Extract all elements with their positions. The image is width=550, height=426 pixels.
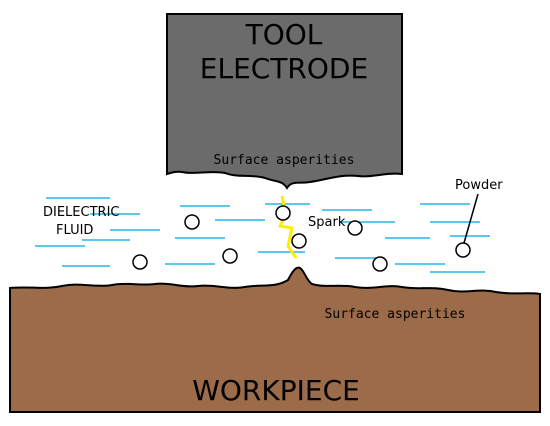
dielectric-fluid-lines: [35, 197, 490, 273]
workpiece: [9, 266, 541, 413]
workpiece-title: WORKPIECE: [192, 374, 360, 407]
powder-particle: [291, 233, 307, 249]
powder-particle: [372, 256, 388, 272]
dielectric-label-line2: FLUID: [56, 223, 93, 238]
powder-particle: [222, 248, 238, 264]
tool-surface-label: Surface asperities: [214, 153, 355, 168]
tool-electrode: [166, 13, 403, 190]
powder-particle: [455, 242, 471, 258]
powder-particle: [184, 214, 200, 230]
spark-label: Spark: [308, 215, 346, 230]
powder-particle: [132, 254, 148, 270]
tool-title-line1: TOOL: [245, 18, 323, 51]
workpiece-surface-label: Surface asperities: [325, 307, 466, 322]
powder-leader-line: [463, 193, 479, 244]
dielectric-label-line1: DIELECTRIC: [43, 205, 119, 220]
powder-particle: [347, 220, 363, 236]
powder-particles: [132, 205, 471, 272]
tool-title-line2: ELECTRODE: [200, 52, 368, 85]
powder-label: Powder: [455, 178, 503, 193]
powder-particle: [275, 205, 291, 221]
